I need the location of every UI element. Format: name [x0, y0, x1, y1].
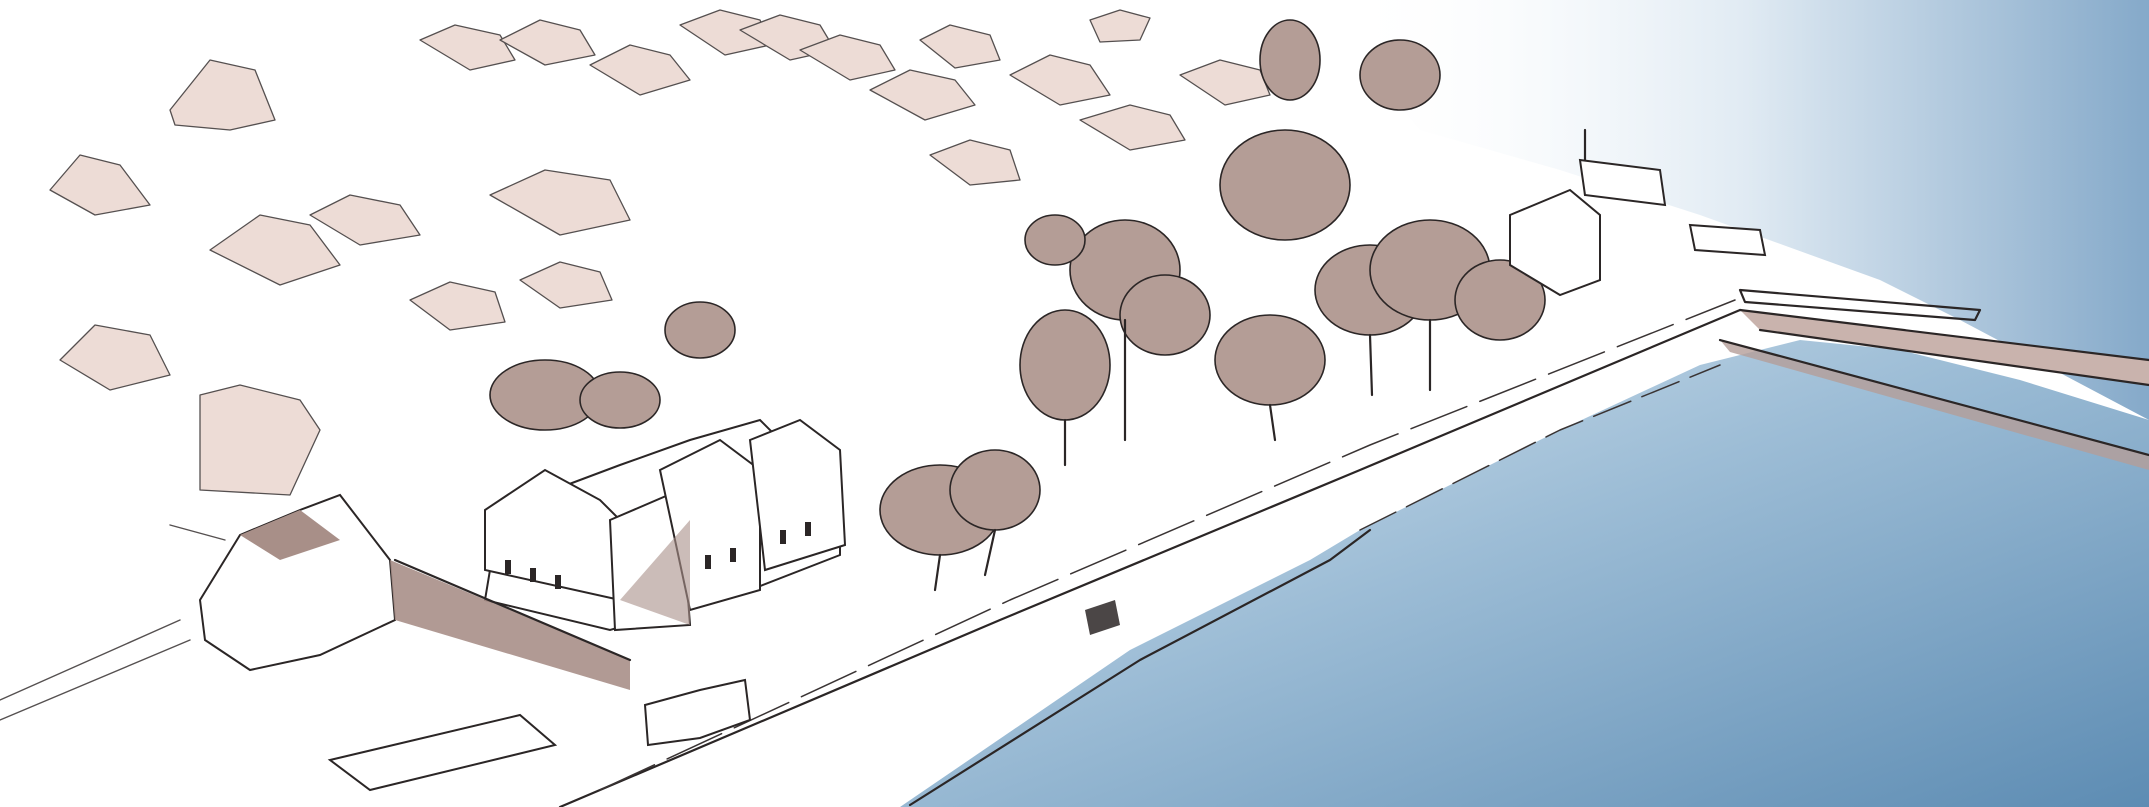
tree-clusters	[489, 19, 1546, 592]
river-water	[900, 340, 2149, 807]
quay-promenade	[0, 300, 1740, 807]
jetty	[1718, 288, 2149, 470]
small-kiosks	[327, 600, 1120, 792]
waterfront-row-houses	[483, 418, 847, 632]
seawall	[558, 299, 1742, 807]
detached-house-left	[198, 493, 632, 690]
church-with-spire	[1509, 128, 1767, 297]
upper-river-haze	[1340, 0, 2149, 420]
left-roadway	[0, 524, 226, 721]
background-village-houses	[49, 9, 1271, 496]
